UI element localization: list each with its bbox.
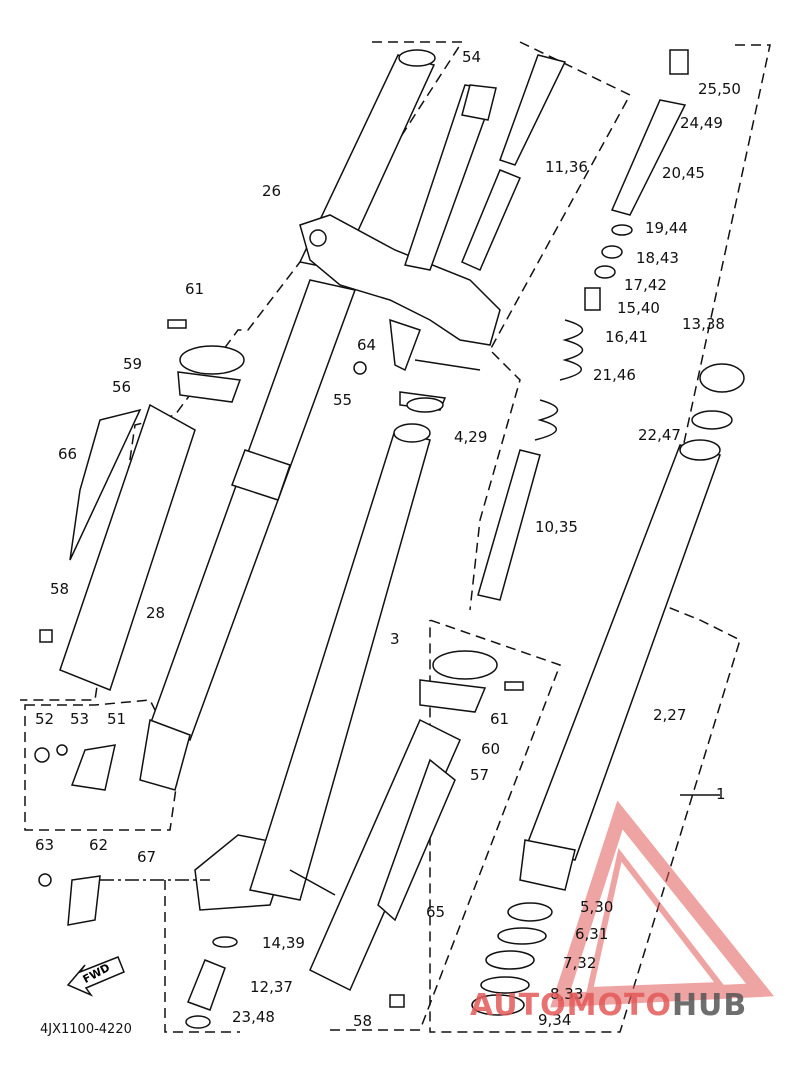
callout: 14,39 (262, 934, 305, 952)
group-box-lower-mid (330, 619, 561, 1031)
callout: 24,49 (680, 114, 723, 132)
callout: 16,41 (605, 328, 648, 346)
callout: 22,47 (638, 426, 681, 444)
rebound-spring-21-46 (534, 319, 584, 441)
bracket-51 (70, 744, 116, 791)
callout: 60 (481, 740, 501, 758)
callout: 8,33 (550, 985, 584, 1003)
callout: 5,30 (580, 898, 614, 916)
group-box-right (429, 44, 771, 1033)
callout: 51 (107, 710, 127, 728)
group-box-inner (469, 41, 632, 611)
bracket-62 (67, 875, 101, 926)
callout: 4,29 (454, 428, 488, 446)
callout: 11,36 (545, 158, 588, 176)
callout: 65 (426, 903, 446, 921)
callout: 58 (50, 580, 70, 598)
callout: 63 (35, 836, 55, 854)
fwd-arrow-icon (66, 956, 125, 997)
callout: 54 (462, 48, 482, 66)
cap-bolt-20-45 (610, 99, 687, 216)
diagram-code: 4JX1100-4220 (40, 1022, 132, 1037)
callout: 66 (58, 445, 78, 463)
callout: 2,27 (653, 706, 687, 724)
callout: 26 (262, 182, 282, 200)
inner-tube-3 (249, 423, 431, 901)
callout: 20,45 (662, 164, 705, 182)
callout: 6,31 (575, 925, 609, 943)
callout: 10,35 (535, 518, 578, 536)
callout: 53 (70, 710, 90, 728)
group-box-lower-left (164, 880, 240, 1033)
callout: 55 (333, 391, 353, 409)
stay-64 (389, 318, 421, 372)
callout: 52 (35, 710, 55, 728)
callout: 23,48 (232, 1008, 275, 1026)
guard-insert-65 (377, 758, 456, 922)
callout: 18,43 (636, 249, 679, 267)
callout: 21,46 (593, 366, 636, 384)
watermark-part-a: AUTOMOTO (470, 988, 672, 1023)
callout: 9,34 (538, 1011, 572, 1029)
callout: 25,50 (698, 80, 741, 98)
watermark-part-b: HUB (671, 988, 748, 1023)
damper-10-35 (477, 449, 541, 601)
callout: 17,42 (624, 276, 667, 294)
callout: 62 (89, 836, 109, 854)
valve-12-37 (187, 959, 226, 1011)
fork-cap-13-38 (699, 363, 745, 393)
fork-guard-66 (69, 408, 142, 561)
seal-stack (471, 902, 553, 1016)
callout: 56 (112, 378, 132, 396)
callout: 61 (490, 710, 510, 728)
callout: 61 (185, 280, 205, 298)
callout: 57 (470, 766, 490, 784)
callout: 7,32 (563, 954, 597, 972)
callout: 67 (137, 848, 157, 866)
spring-11-36 (499, 54, 567, 166)
callout: 13,38 (682, 315, 725, 333)
guide-clamp-60 (432, 650, 498, 680)
callout: 64 (357, 336, 377, 354)
guide-clamp-59 (179, 345, 245, 375)
outer-tube-2-27 (519, 439, 721, 891)
callout: 59 (123, 355, 143, 373)
callout: 58 (353, 1012, 373, 1030)
triple-clamp-26 (299, 214, 501, 346)
callout: 28 (146, 604, 166, 622)
callout: 3 (390, 630, 400, 648)
watermark-text: AUTOMOTOHUB (470, 988, 747, 1023)
callout: 12,37 (250, 978, 293, 996)
watermark-logo-icon (550, 800, 775, 1008)
callout: 19,44 (645, 219, 688, 237)
callout: 15,40 (617, 299, 660, 317)
callout: 1 (716, 785, 726, 803)
fork-guard-56 (59, 403, 196, 691)
